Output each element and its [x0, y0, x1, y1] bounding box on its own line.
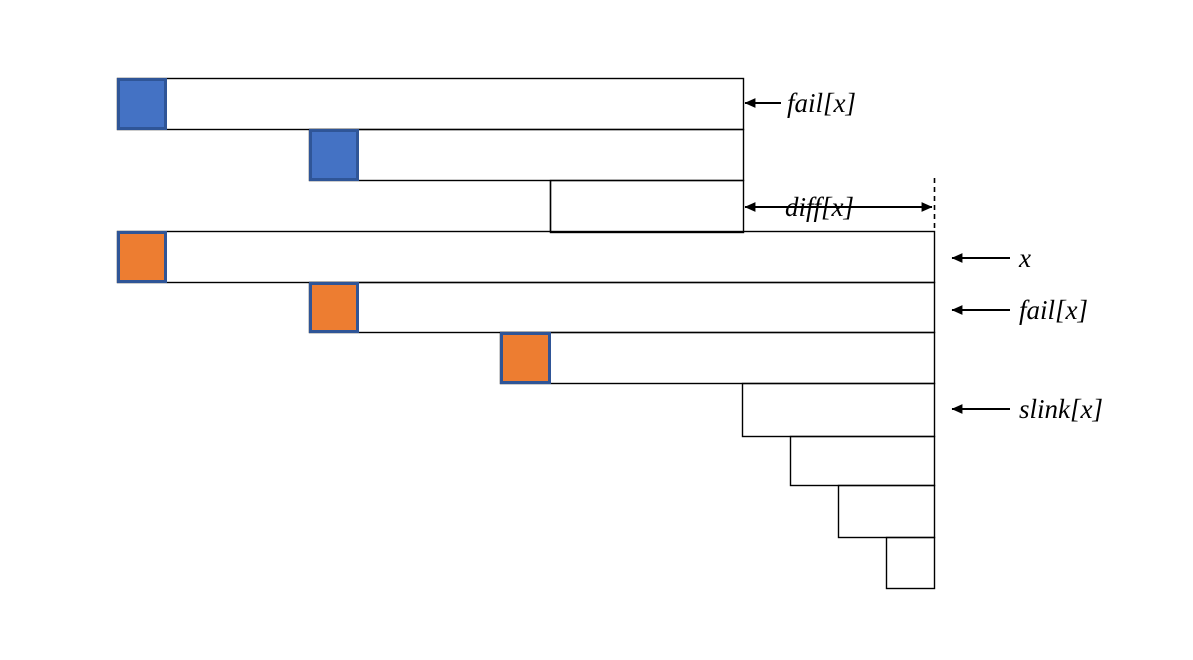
bar-outline	[885, 536, 936, 590]
bar-outline	[116, 230, 936, 284]
squares-group	[117, 78, 551, 384]
orange-square-marker	[500, 332, 551, 384]
annotation-label: diff[x]	[785, 192, 855, 222]
bar-outline	[549, 179, 745, 234]
bar-outline	[308, 281, 936, 334]
blue-square-marker	[309, 129, 359, 181]
annotation-label: slink[x]	[1019, 394, 1103, 424]
annotation-label: x	[1019, 243, 1031, 273]
bar-outline	[837, 484, 936, 539]
bar-outline	[116, 77, 745, 131]
annotation-label: fail[x]	[1019, 295, 1089, 325]
annotation-label: fail[x]	[787, 88, 857, 118]
annotation-arrows-group	[744, 98, 1010, 414]
bar-outline	[789, 435, 936, 487]
orange-square-marker	[117, 231, 167, 283]
blue-square-marker	[117, 78, 167, 130]
bar-outline	[741, 382, 936, 438]
bar-outline	[499, 331, 936, 385]
bar-outline	[308, 128, 745, 182]
orange-square-marker	[309, 282, 359, 333]
